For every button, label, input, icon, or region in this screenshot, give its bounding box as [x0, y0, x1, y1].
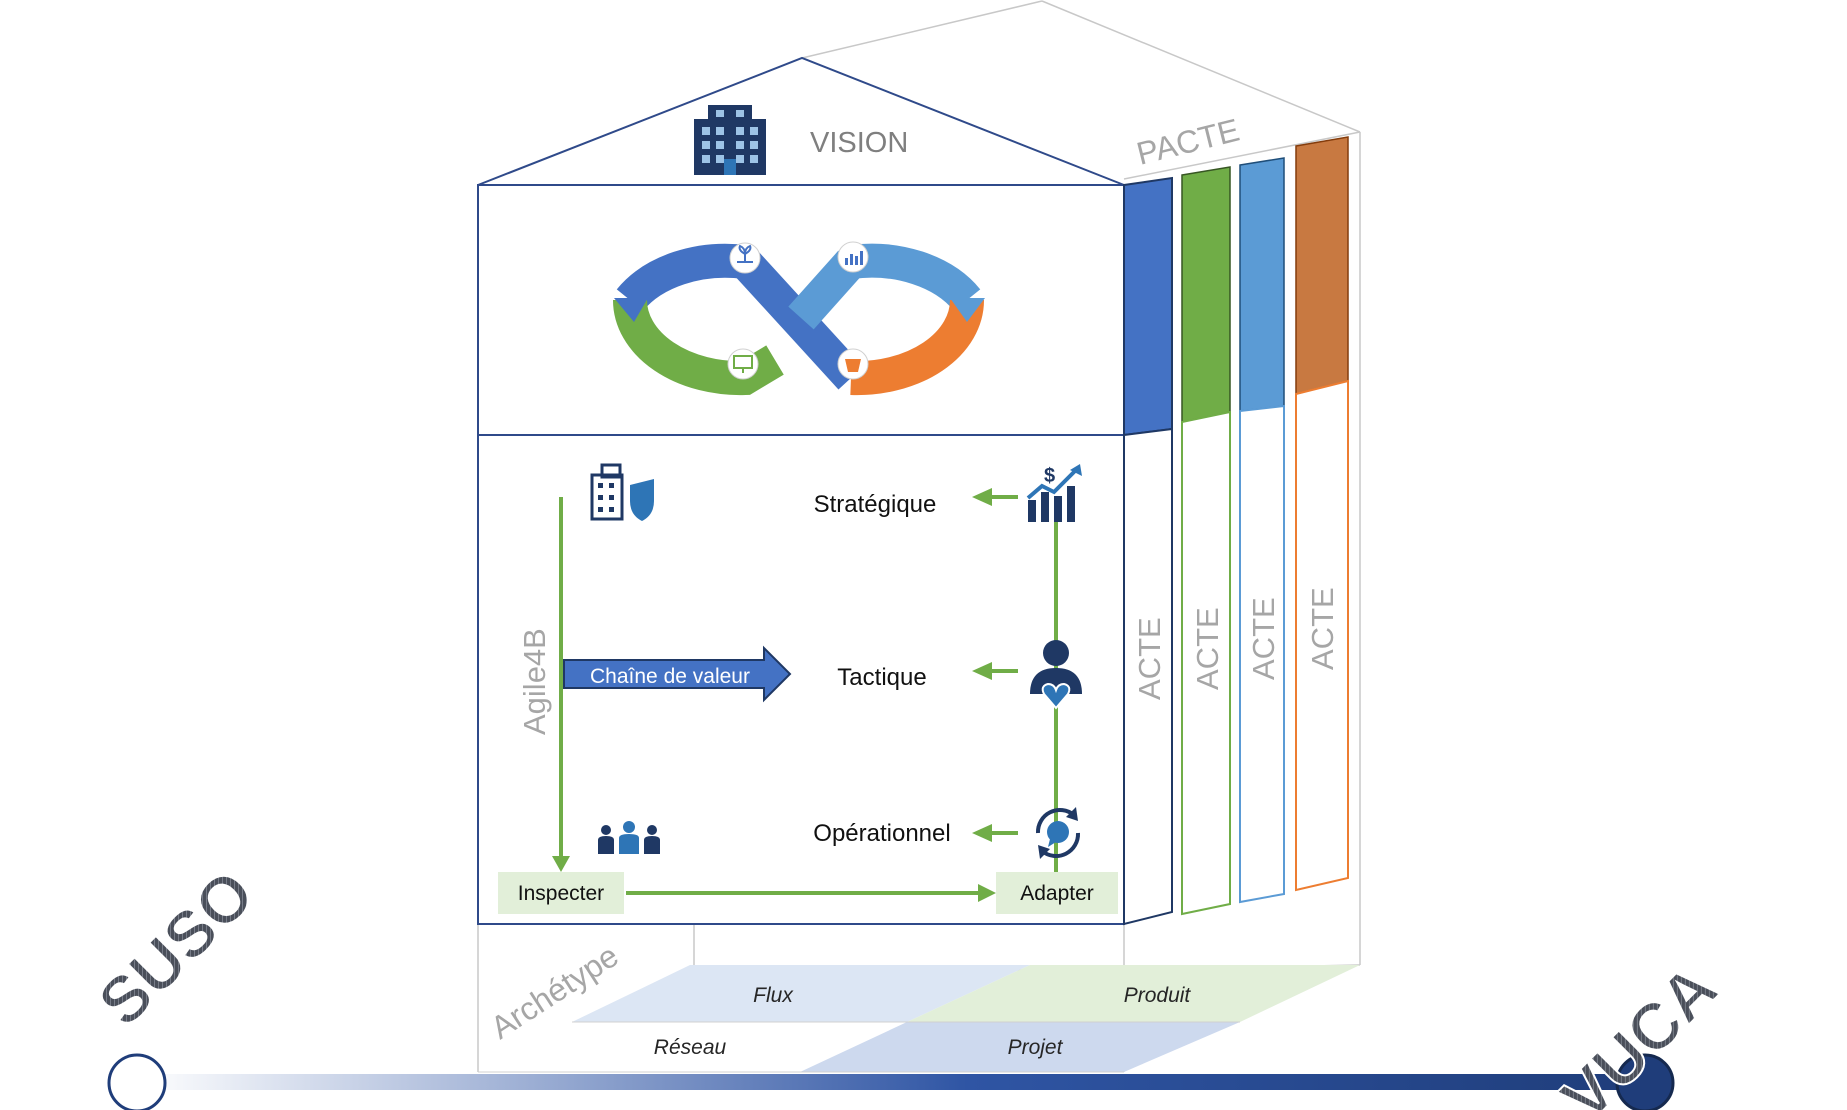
acte-column-3-label: ACTE [1246, 597, 1281, 680]
front-roof [477, 56, 1125, 186]
acte-column-4-top [1295, 136, 1349, 395]
vision-label: VISION [810, 127, 908, 159]
archetype-grid: Flux Produit Réseau Projet Archétype [478, 937, 1360, 1073]
archetype-cell-reseau [478, 1022, 907, 1072]
adapt-box [996, 872, 1118, 914]
level-operationnel: Opérationnel [813, 820, 950, 847]
archetype-flux-label: Flux [753, 984, 794, 1007]
building-icon [694, 105, 766, 175]
infinity-badges [727, 241, 869, 380]
inspect-box [498, 872, 624, 914]
value-chain-arrow: Chaîne de valeur [563, 645, 792, 703]
suso-label: SUSO [84, 855, 269, 1040]
pacte-label: PACTE [1133, 112, 1243, 172]
refresh-chat-icon [1035, 807, 1081, 859]
finance-growth-icon: $ [1026, 464, 1082, 522]
level-tactique: Tactique [837, 664, 926, 691]
acte-column-1-body [1123, 427, 1173, 926]
infinity-left-top [616, 243, 748, 312]
acte-column-1-label: ACTE [1132, 617, 1167, 700]
archetype-cell-flux [572, 965, 1030, 1022]
inspect-label: Inspecter [518, 882, 604, 905]
infinity-cross-blue [732, 250, 864, 390]
agile4b-label: Agile4B [517, 628, 552, 735]
building-shield-icon [590, 463, 654, 521]
acte-column-4-body [1295, 379, 1349, 892]
agile4b-down-arrowhead [552, 856, 570, 872]
archetype-reseau-label: Réseau [654, 1036, 727, 1059]
vuca-label: VUCA [1546, 950, 1731, 1110]
adapt-label: Adapter [1020, 882, 1094, 905]
infinity-arrowhead-right [950, 298, 985, 322]
infinity-arrowhead-left [614, 298, 648, 322]
level-strategique: Stratégique [814, 491, 937, 518]
acte-column-3-top [1239, 157, 1285, 412]
acte-column-2-top [1181, 166, 1231, 423]
acte-column-4-label: ACTE [1305, 587, 1340, 670]
archetype-projet-label: Projet [1008, 1036, 1064, 1059]
scale-left-marker [107, 1053, 167, 1110]
archetype-cell-produit [907, 965, 1360, 1022]
archetype-cell-projet [800, 1022, 1240, 1072]
scale-right-marker [1615, 1053, 1675, 1110]
infinity-cross-lightblue [788, 250, 864, 330]
acte-column-2-body [1181, 410, 1231, 916]
person-heart-icon [1030, 640, 1082, 710]
pacte-columns: ACTE ACTE ACTE ACTE PACTE [1123, 112, 1349, 926]
level-feedback-arrows [972, 488, 1018, 842]
monitor-badge-icon [727, 348, 759, 380]
scale-bar [136, 1074, 1646, 1090]
acte-column-3-body [1239, 404, 1285, 904]
team-icon [598, 821, 660, 854]
value-chain-label: Chaîne de valeur [590, 665, 750, 688]
acte-column-1-top [1123, 176, 1173, 437]
inspect-to-adapt-arrowhead [978, 884, 996, 902]
dollar-glyph: $ [1044, 465, 1055, 487]
acte-column-2-label: ACTE [1190, 607, 1225, 690]
archetype-produit-label: Produit [1124, 984, 1192, 1007]
